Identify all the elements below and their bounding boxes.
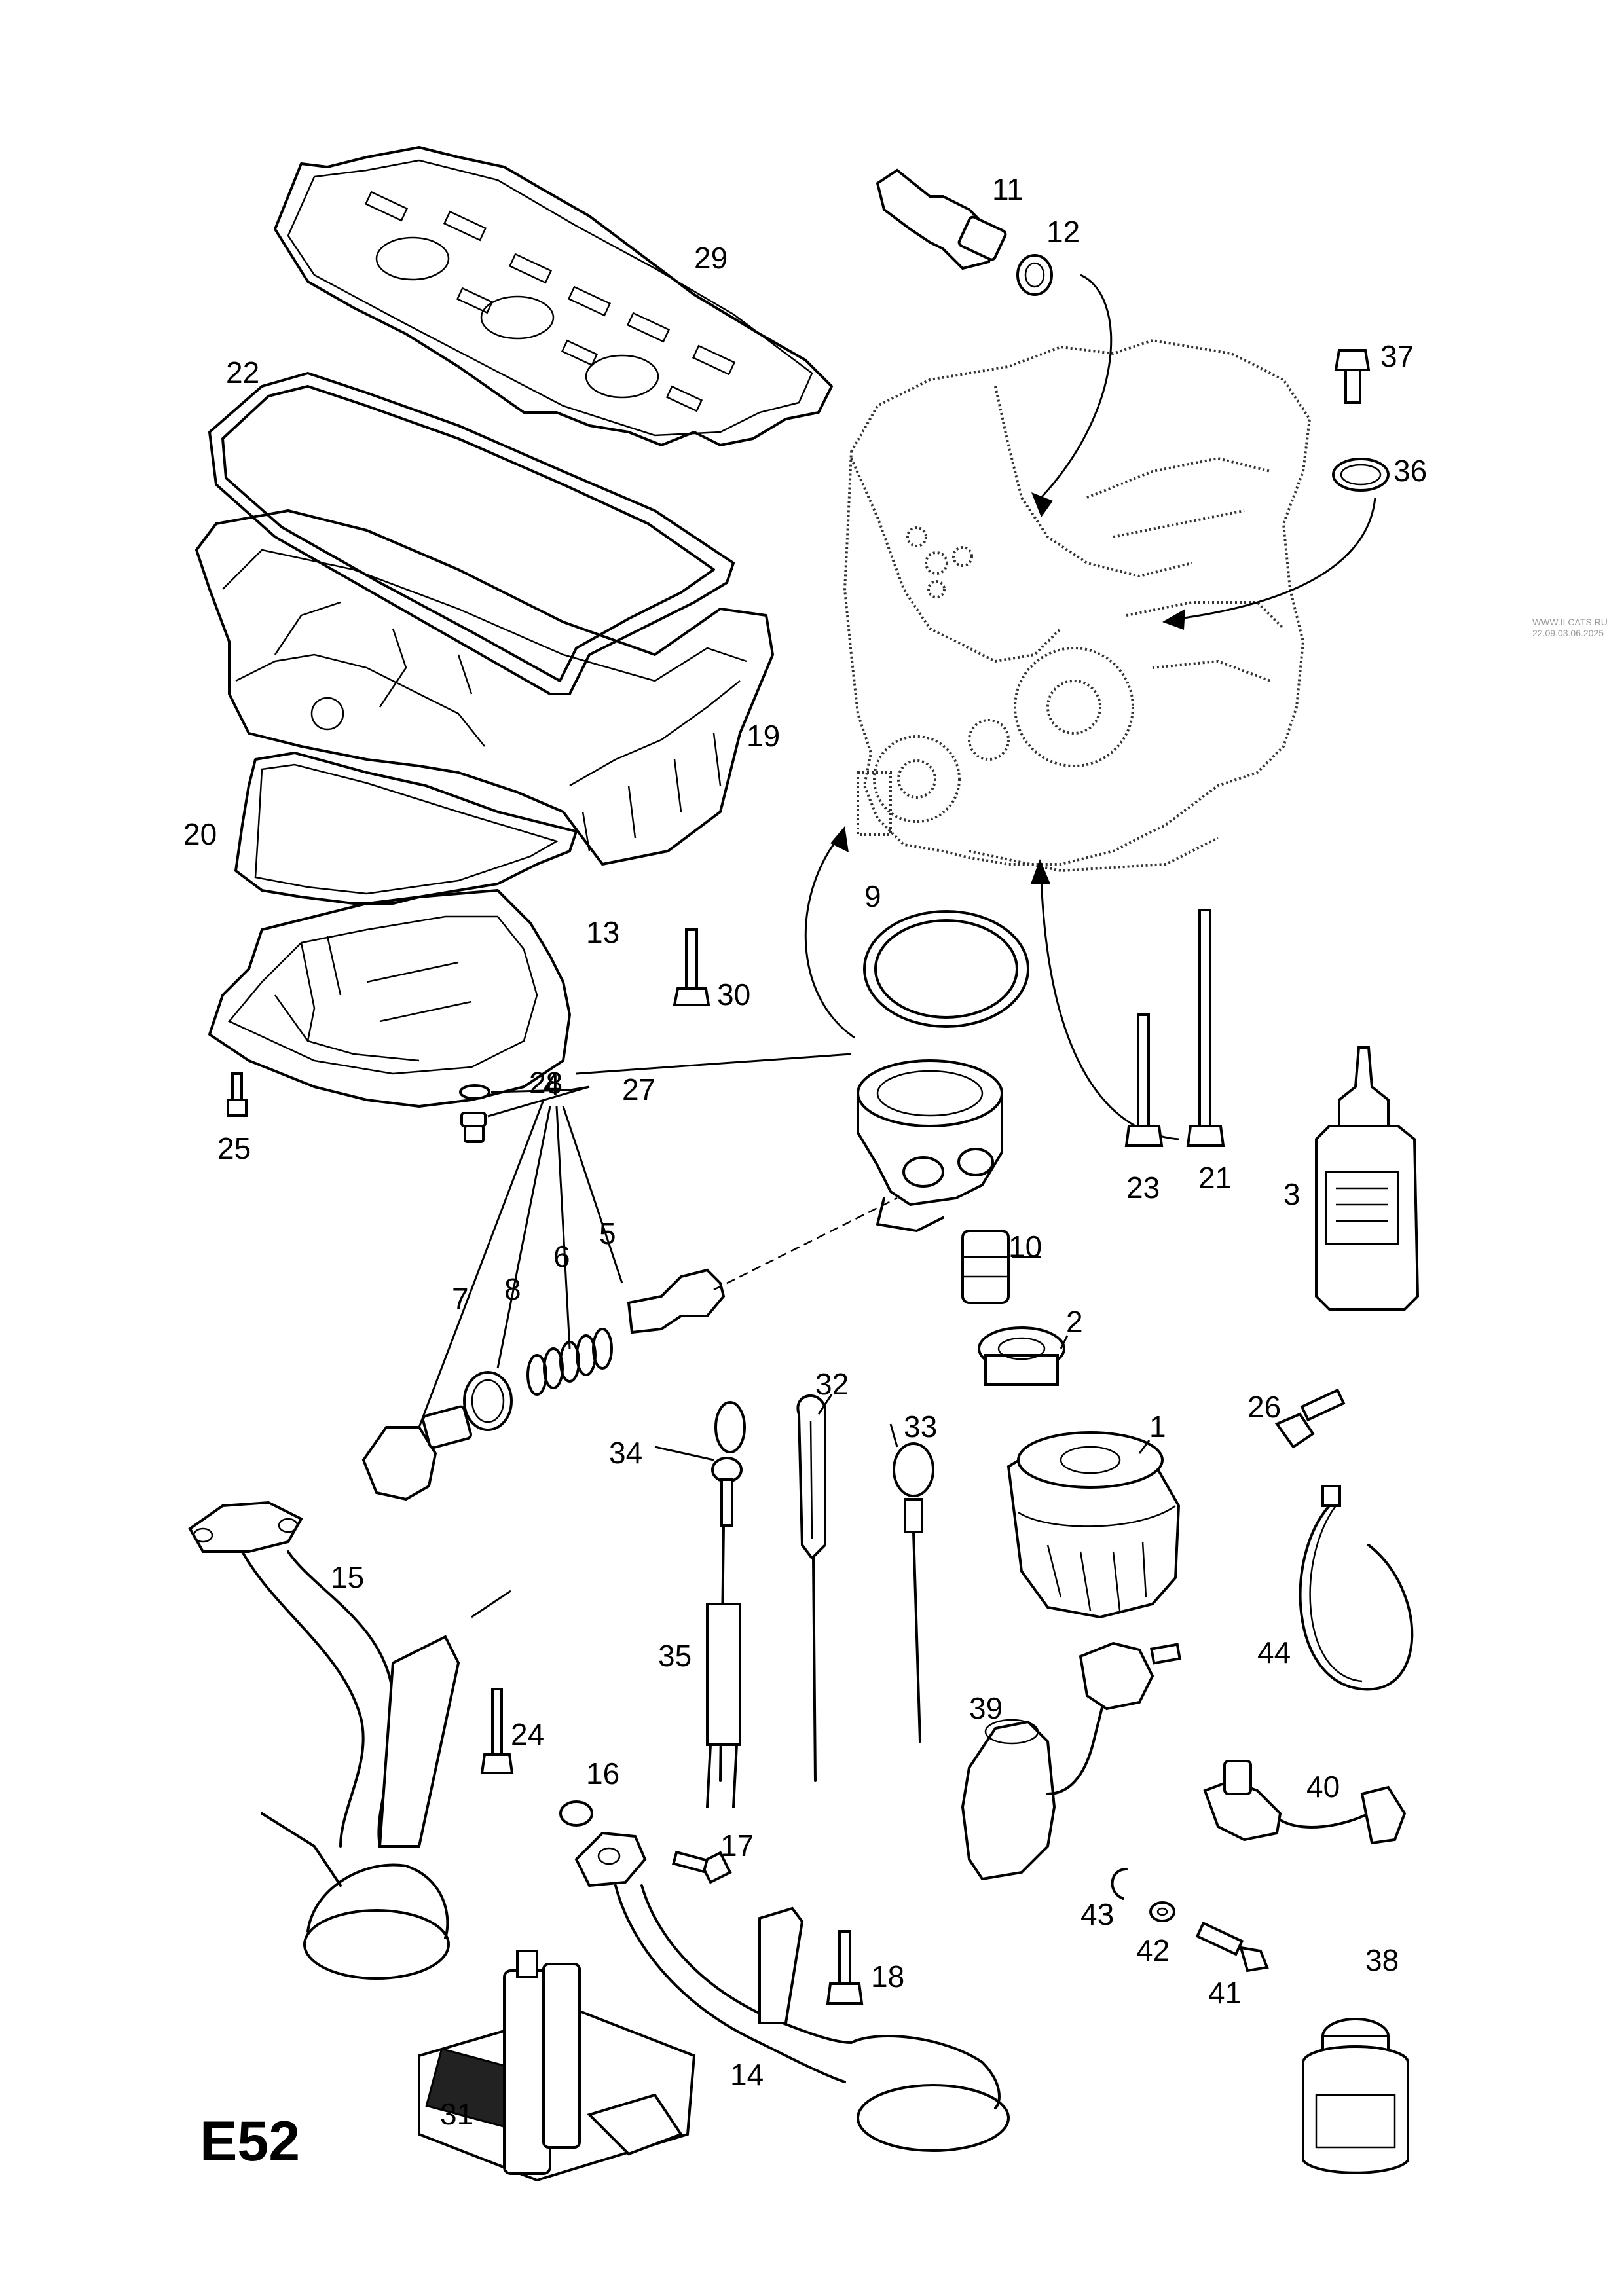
- part-20-lower-oil-pan-gasket[interactable]: [234, 752, 578, 905]
- callout-22[interactable]: 22: [226, 355, 259, 390]
- callout-16[interactable]: 16: [586, 1757, 619, 1791]
- part-1-oil-filter[interactable]: [1006, 1431, 1181, 1619]
- callout-11[interactable]: 11: [992, 172, 1024, 206]
- part-10-nipple[interactable]: [961, 1230, 1010, 1304]
- part-17-bolt[interactable]: [672, 1850, 732, 1884]
- callout-41[interactable]: 41: [1208, 1976, 1242, 2010]
- callout-8[interactable]: 8: [504, 1272, 521, 1306]
- callout-26[interactable]: 26: [1247, 1390, 1281, 1424]
- part-19-upper-oil-pan[interactable]: [195, 509, 774, 866]
- part-30-bolt[interactable]: [673, 928, 710, 1006]
- callout-29[interactable]: 29: [694, 241, 728, 275]
- callout-44[interactable]: 44: [1257, 1635, 1291, 1669]
- callout-labels: 1 2 3 4 5 6 7 8 9 10 11 12 13 14 15 16 1…: [183, 172, 1427, 2131]
- part-22-oil-pan-gasket[interactable]: [208, 372, 735, 695]
- callout-37[interactable]: 37: [1380, 339, 1414, 373]
- callout-43[interactable]: 43: [1080, 1897, 1114, 1931]
- callout-28[interactable]: 28: [529, 1066, 563, 1100]
- part-37-plug-bolt[interactable]: [1334, 349, 1371, 404]
- part-14-oil-pickup-pipe[interactable]: [574, 1831, 1010, 2152]
- leader-lines: [418, 1053, 1151, 1618]
- part-27-drain-plug[interactable]: [460, 1112, 487, 1143]
- callout-15[interactable]: 15: [331, 1560, 364, 1594]
- callout-3[interactable]: 3: [1283, 1177, 1301, 1211]
- callout-30[interactable]: 30: [717, 977, 750, 1011]
- part-11-oil-pressure-switch[interactable]: [876, 168, 1007, 270]
- callout-35[interactable]: 35: [658, 1639, 692, 1673]
- part-41-bolt[interactable]: [1195, 1921, 1269, 1973]
- part-25-pan-bolt[interactable]: [227, 1072, 248, 1117]
- callout-24[interactable]: 24: [511, 1717, 544, 1751]
- callout-27[interactable]: 27: [622, 1072, 655, 1106]
- valve-axis-line: [713, 1197, 898, 1291]
- part-5-valve-piston[interactable]: [627, 1268, 726, 1334]
- callout-42[interactable]: 42: [1136, 1933, 1170, 1967]
- callout-4[interactable]: 4: [544, 1067, 561, 1101]
- callout-12[interactable]: 12: [1046, 215, 1080, 249]
- part-44-cable-tie[interactable]: [1299, 1485, 1414, 1691]
- callout-1[interactable]: 1: [1149, 1410, 1166, 1444]
- part-2-adapter[interactable]: [978, 1326, 1065, 1386]
- callout-23[interactable]: 23: [1126, 1171, 1160, 1205]
- part-8-seal-ring[interactable]: [463, 1371, 513, 1431]
- part-12-washer[interactable]: [1016, 254, 1053, 296]
- part-4-oil-filter-housing[interactable]: [857, 1059, 1003, 1232]
- part-29-baffle-plate[interactable]: [274, 146, 833, 446]
- callout-2[interactable]: 2: [1066, 1305, 1083, 1339]
- callout-14[interactable]: 14: [730, 2058, 764, 2092]
- callout-13[interactable]: 13: [586, 915, 619, 949]
- callout-5[interactable]: 5: [599, 1216, 616, 1250]
- part-18-bolt[interactable]: [826, 1930, 864, 2005]
- part-39-sensor[interactable]: [961, 1641, 1181, 1881]
- callout-19[interactable]: 19: [747, 719, 780, 753]
- callout-36[interactable]: 36: [1393, 454, 1427, 488]
- part-32-dipstick[interactable]: [796, 1394, 826, 1782]
- callout-21[interactable]: 21: [1198, 1161, 1232, 1195]
- callout-40[interactable]: 40: [1306, 1770, 1340, 1804]
- part-43-clip[interactable]: [1111, 1868, 1128, 1900]
- callout-31[interactable]: 31: [440, 2097, 473, 2131]
- part-28-seal-ring[interactable]: [459, 1084, 490, 1100]
- callout-25[interactable]: 25: [217, 1131, 251, 1165]
- callout-17[interactable]: 17: [720, 1829, 754, 1863]
- section-code: E52: [200, 2110, 300, 2173]
- watermark-date: 22.09.03.06.2025: [1532, 628, 1604, 638]
- part-38-container[interactable]: [1302, 2018, 1409, 2174]
- part-40-sensor[interactable]: [1203, 1760, 1407, 1845]
- part-15-oil-pickup-pipe[interactable]: [188, 1501, 460, 1980]
- watermark-site: WWW.ILCATS.RU: [1532, 617, 1608, 627]
- part-7-plug-bolt[interactable]: [361, 1405, 472, 1501]
- assembly-arrows: [804, 274, 1376, 1140]
- part-16-o-ring[interactable]: [559, 1800, 593, 1827]
- part-3-sealant-bottle[interactable]: [1315, 1046, 1420, 1311]
- part-21-bolt[interactable]: [1186, 909, 1225, 1147]
- part-13-lower-oil-pan[interactable]: [208, 889, 571, 1108]
- callout-6[interactable]: 6: [553, 1239, 570, 1273]
- part-42-washer[interactable]: [1149, 1901, 1175, 1922]
- part-35-guide-tube[interactable]: [706, 1603, 741, 1808]
- part-36-seal-ring[interactable]: [1332, 458, 1390, 492]
- callout-7[interactable]: 7: [452, 1282, 469, 1316]
- part-23-bolt[interactable]: [1124, 1013, 1164, 1147]
- engine-block-illustration: [843, 338, 1312, 873]
- part-24-bolt[interactable]: [480, 1688, 514, 1774]
- callout-34[interactable]: 34: [609, 1436, 642, 1470]
- callout-20[interactable]: 20: [183, 817, 217, 851]
- callout-38[interactable]: 38: [1365, 1943, 1399, 1977]
- callout-33[interactable]: 33: [904, 1410, 937, 1444]
- callout-10[interactable]: 10: [1008, 1230, 1042, 1264]
- part-31-sealant-kit[interactable]: [418, 1950, 696, 2182]
- callout-9[interactable]: 9: [864, 879, 881, 913]
- part-9-o-ring[interactable]: [863, 910, 1029, 1028]
- callout-39[interactable]: 39: [969, 1691, 1003, 1725]
- part-6-spring[interactable]: [526, 1328, 613, 1396]
- callout-32[interactable]: 32: [815, 1367, 849, 1401]
- part-26-bolt[interactable]: [1274, 1388, 1346, 1449]
- part-33-dipstick[interactable]: [893, 1442, 934, 1743]
- callout-18[interactable]: 18: [871, 1959, 904, 1994]
